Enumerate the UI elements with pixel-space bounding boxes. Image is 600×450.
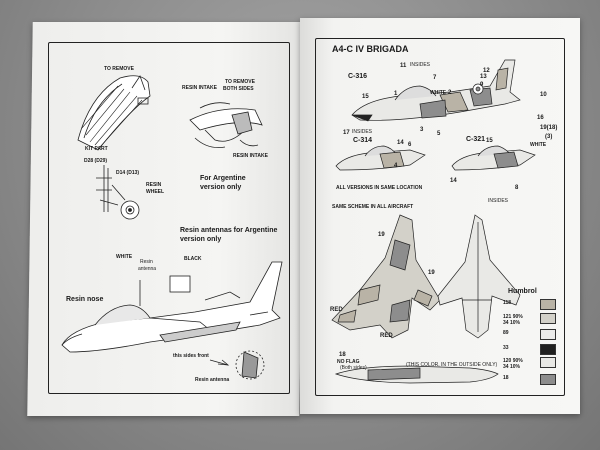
- intake-drawing: [189, 102, 263, 148]
- callout-5: 5: [437, 131, 441, 137]
- aircraft-side-view: [61, 261, 283, 353]
- paint-label: 118: [503, 300, 512, 306]
- label-white: WHITE: [116, 254, 133, 260]
- paint-swatch: [540, 374, 556, 385]
- callout-18: 18: [339, 352, 346, 358]
- label-white-top: WHITE: [430, 90, 447, 96]
- label-no-flag-1: NO FLAG: [337, 359, 360, 365]
- paint-swatch: [540, 329, 556, 340]
- side-number-2: (3): [545, 134, 553, 140]
- label-argentine-1: For Argentine: [200, 175, 246, 182]
- label-d28-d29: D28 (D29): [84, 158, 108, 164]
- label-to-remove-both-2: BOTH SIDES: [223, 86, 254, 92]
- antenna-detail: [209, 350, 265, 380]
- callout-14b: 14: [450, 178, 457, 184]
- label-resin-wheel-1: RESIN: [146, 182, 162, 188]
- page-title: A4-C IV BRIGADA: [332, 44, 409, 54]
- label-resin-antennas-2: version only: [180, 236, 222, 243]
- landing-gear-drawing: [96, 165, 140, 220]
- label-inside-mid: INSIDES: [352, 129, 373, 135]
- bottom-view-plan: [437, 214, 521, 339]
- label-this-sides-front: this sides front: [173, 353, 209, 359]
- serial-mid-left: C-314: [353, 137, 373, 144]
- humbrol-heading: Humbrol: [508, 288, 537, 295]
- label-red-top: RED: [330, 307, 343, 313]
- paint-swatch: [540, 344, 556, 355]
- label-resin-antenna-small-2: antenna: [138, 266, 157, 272]
- note-same-scheme: SAME SCHEME IN ALL AIRCRAFT: [332, 204, 414, 210]
- right-page: [300, 18, 580, 414]
- label-inside-top: INSIDES: [410, 62, 431, 68]
- label-resin-wheel-2: WHEEL: [146, 189, 165, 195]
- callout-14a: 14: [397, 140, 404, 146]
- paint-swatch: [540, 299, 556, 310]
- mid-right-side-view: [451, 145, 536, 171]
- roundel-number: 12: [483, 68, 490, 74]
- serial-top: C-316: [348, 73, 368, 80]
- callout-11: 11: [400, 63, 407, 69]
- paint-label: 18: [503, 375, 509, 381]
- top-view-plan: [331, 214, 441, 339]
- callout-10: 10: [540, 92, 547, 98]
- callout-13: 13: [480, 74, 487, 80]
- note-this-color: (THIS COLOR, IN THE OUTSIDE ONLY): [406, 362, 498, 368]
- right-page-frame: [315, 38, 565, 396]
- callout-7: 7: [433, 75, 437, 81]
- callout-16: 16: [537, 115, 544, 121]
- label-kit-part: KIT PART: [85, 146, 108, 152]
- callout-19b: 19: [428, 270, 435, 276]
- paint-label: 33: [503, 345, 509, 351]
- callout-4: 4: [394, 163, 398, 169]
- callout-9: 9: [480, 82, 484, 88]
- label-resin-antennas-1: Resin antennas for Argentine: [180, 227, 278, 234]
- callout-15b: 15: [486, 138, 493, 144]
- label-resin-antenna-small-1: Resin: [140, 259, 153, 265]
- label-no-flag-2: (Both sides): [340, 365, 367, 371]
- callout-15a: 15: [362, 94, 369, 100]
- callout-17: 17: [343, 130, 350, 136]
- note-all-versions: ALL VERSIONS IN SAME LOCATION: [336, 185, 423, 191]
- label-black: BLACK: [184, 256, 202, 262]
- mid-left-side-view: [335, 145, 426, 171]
- label-resin-intake-bottom: RESIN INTAKE: [233, 153, 268, 159]
- label-inside-bottom: INSIDES: [488, 198, 509, 204]
- label-argentine-2: version only: [200, 184, 242, 191]
- callout-6: 6: [408, 142, 412, 148]
- paint-label: 121 90% 34 10%: [503, 314, 523, 326]
- label-to-remove: TO REMOVE: [104, 66, 134, 72]
- callout-19a: 19: [378, 232, 385, 238]
- fuselage-bottom-strip: [334, 365, 499, 384]
- main-side-view: [351, 59, 521, 122]
- serial-mid-right: C-321: [466, 136, 486, 143]
- label-resin-nose: Resin nose: [66, 296, 104, 303]
- label-white-mid: WHITE: [530, 142, 547, 148]
- callout-8: 8: [515, 185, 519, 191]
- callout-1: 1: [394, 91, 398, 97]
- paint-label: 120 90% 34 10%: [503, 358, 523, 370]
- left-page-frame: [48, 42, 290, 394]
- label-resin-antenna-bottom: Resin antenna: [195, 377, 230, 383]
- callout-3: 3: [420, 127, 424, 133]
- paint-label: 89: [503, 330, 509, 336]
- paint-swatch: [540, 357, 556, 368]
- label-resin-intake-top: RESIN INTAKE: [182, 85, 217, 91]
- side-number-1: 19(18): [540, 125, 558, 131]
- label-d14-d13: D14 (D13): [116, 170, 140, 176]
- label-red-bottom: RED: [380, 333, 393, 339]
- paint-swatch: [540, 313, 556, 324]
- label-to-remove-both-1: TO REMOVE: [225, 79, 255, 85]
- canopy-drawing: [77, 75, 151, 151]
- callout-2: 2: [448, 90, 452, 96]
